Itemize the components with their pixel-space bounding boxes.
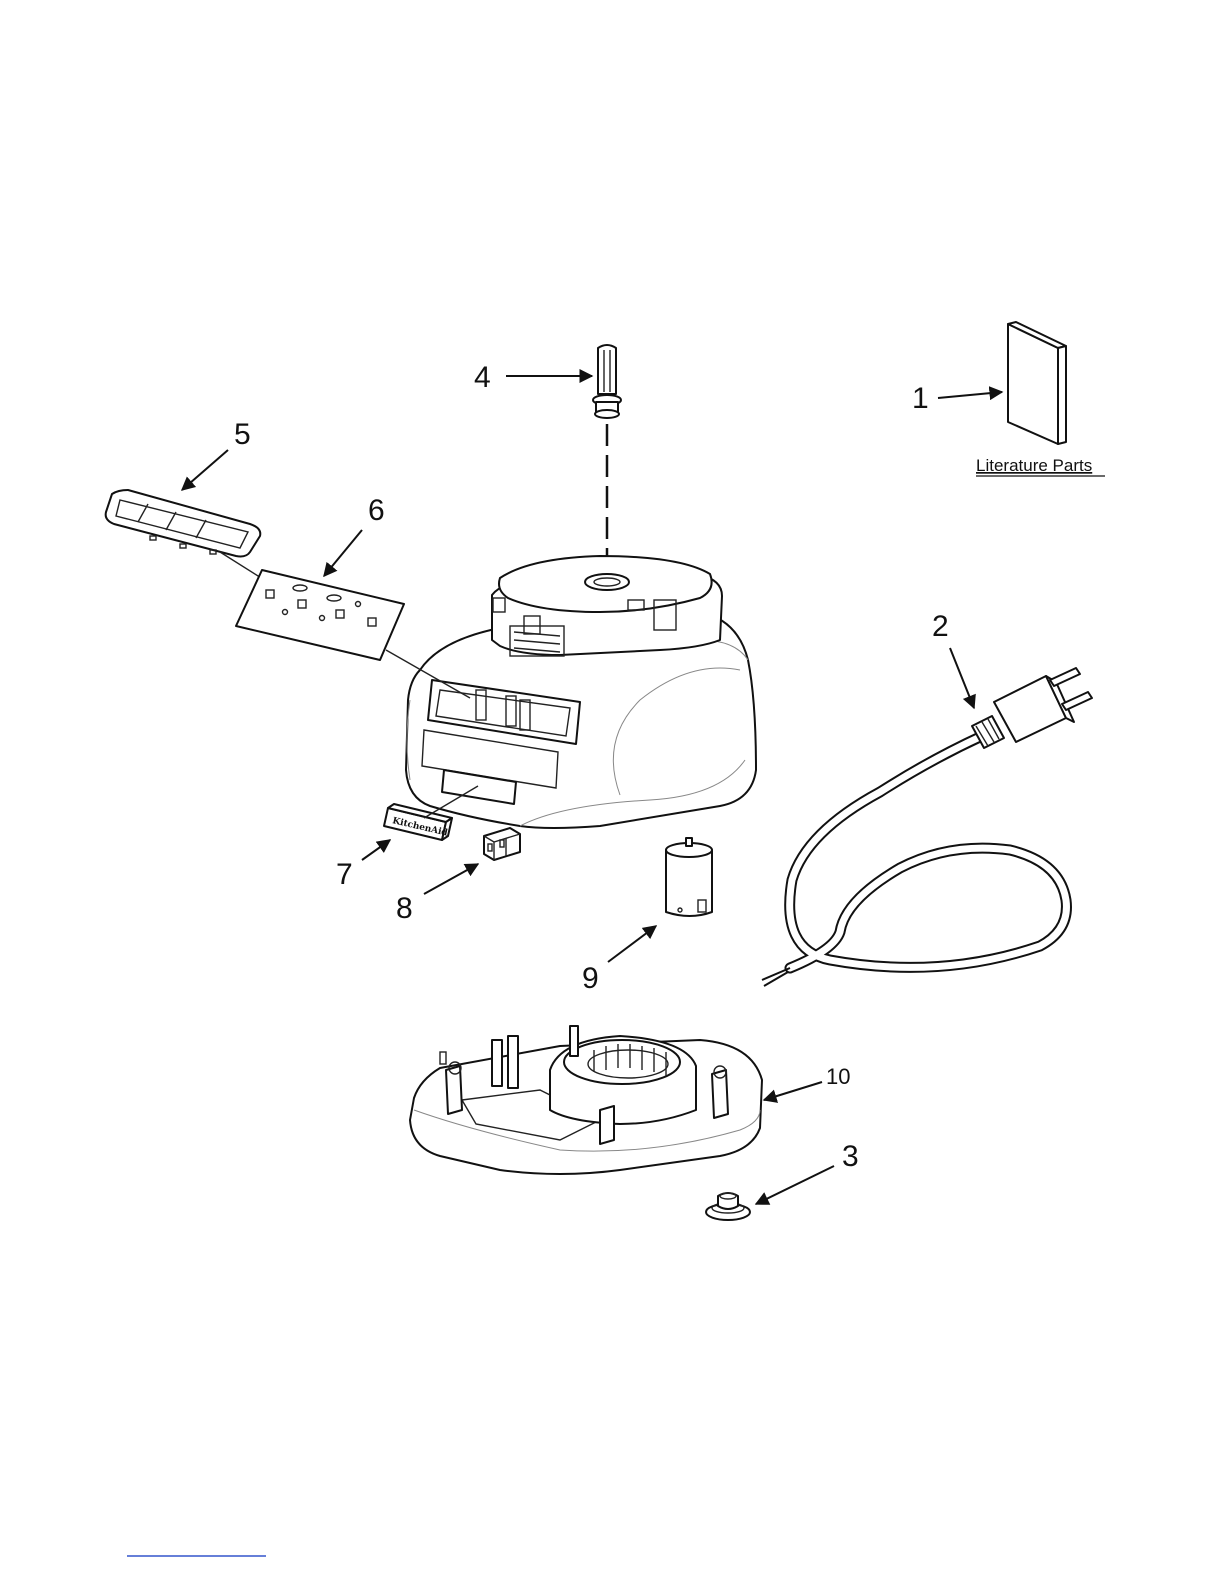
control-buttons (106, 490, 261, 557)
leader-7 (362, 840, 390, 860)
leader-9 (608, 926, 656, 962)
leader-1 (938, 392, 1002, 398)
callout-1: 1 (912, 382, 929, 415)
control-board (236, 570, 404, 660)
wire-connector (484, 828, 520, 860)
leader-10 (764, 1082, 822, 1100)
leader-6 (324, 530, 362, 576)
literature-parts-label: Literature Parts (976, 456, 1092, 475)
power-cord (762, 668, 1092, 986)
callout-3: 3 (842, 1140, 859, 1173)
callout-8: 8 (396, 892, 413, 925)
callout-7: 7 (336, 858, 353, 891)
callout-4: 4 (474, 361, 491, 394)
leader-2 (950, 648, 974, 708)
leader-8 (424, 864, 478, 894)
drive-shaft (593, 345, 621, 418)
callout-10: 10 (826, 1064, 850, 1089)
base-plate (410, 1026, 762, 1174)
leader-3 (756, 1166, 834, 1204)
literature-booklet (1008, 322, 1066, 444)
callout-6: 6 (368, 494, 385, 527)
callout-5: 5 (234, 418, 251, 451)
motor (666, 838, 712, 916)
rubber-foot (706, 1193, 750, 1220)
leader-5 (182, 450, 228, 490)
callout-9: 9 (582, 962, 599, 995)
callout-2: 2 (932, 610, 949, 643)
